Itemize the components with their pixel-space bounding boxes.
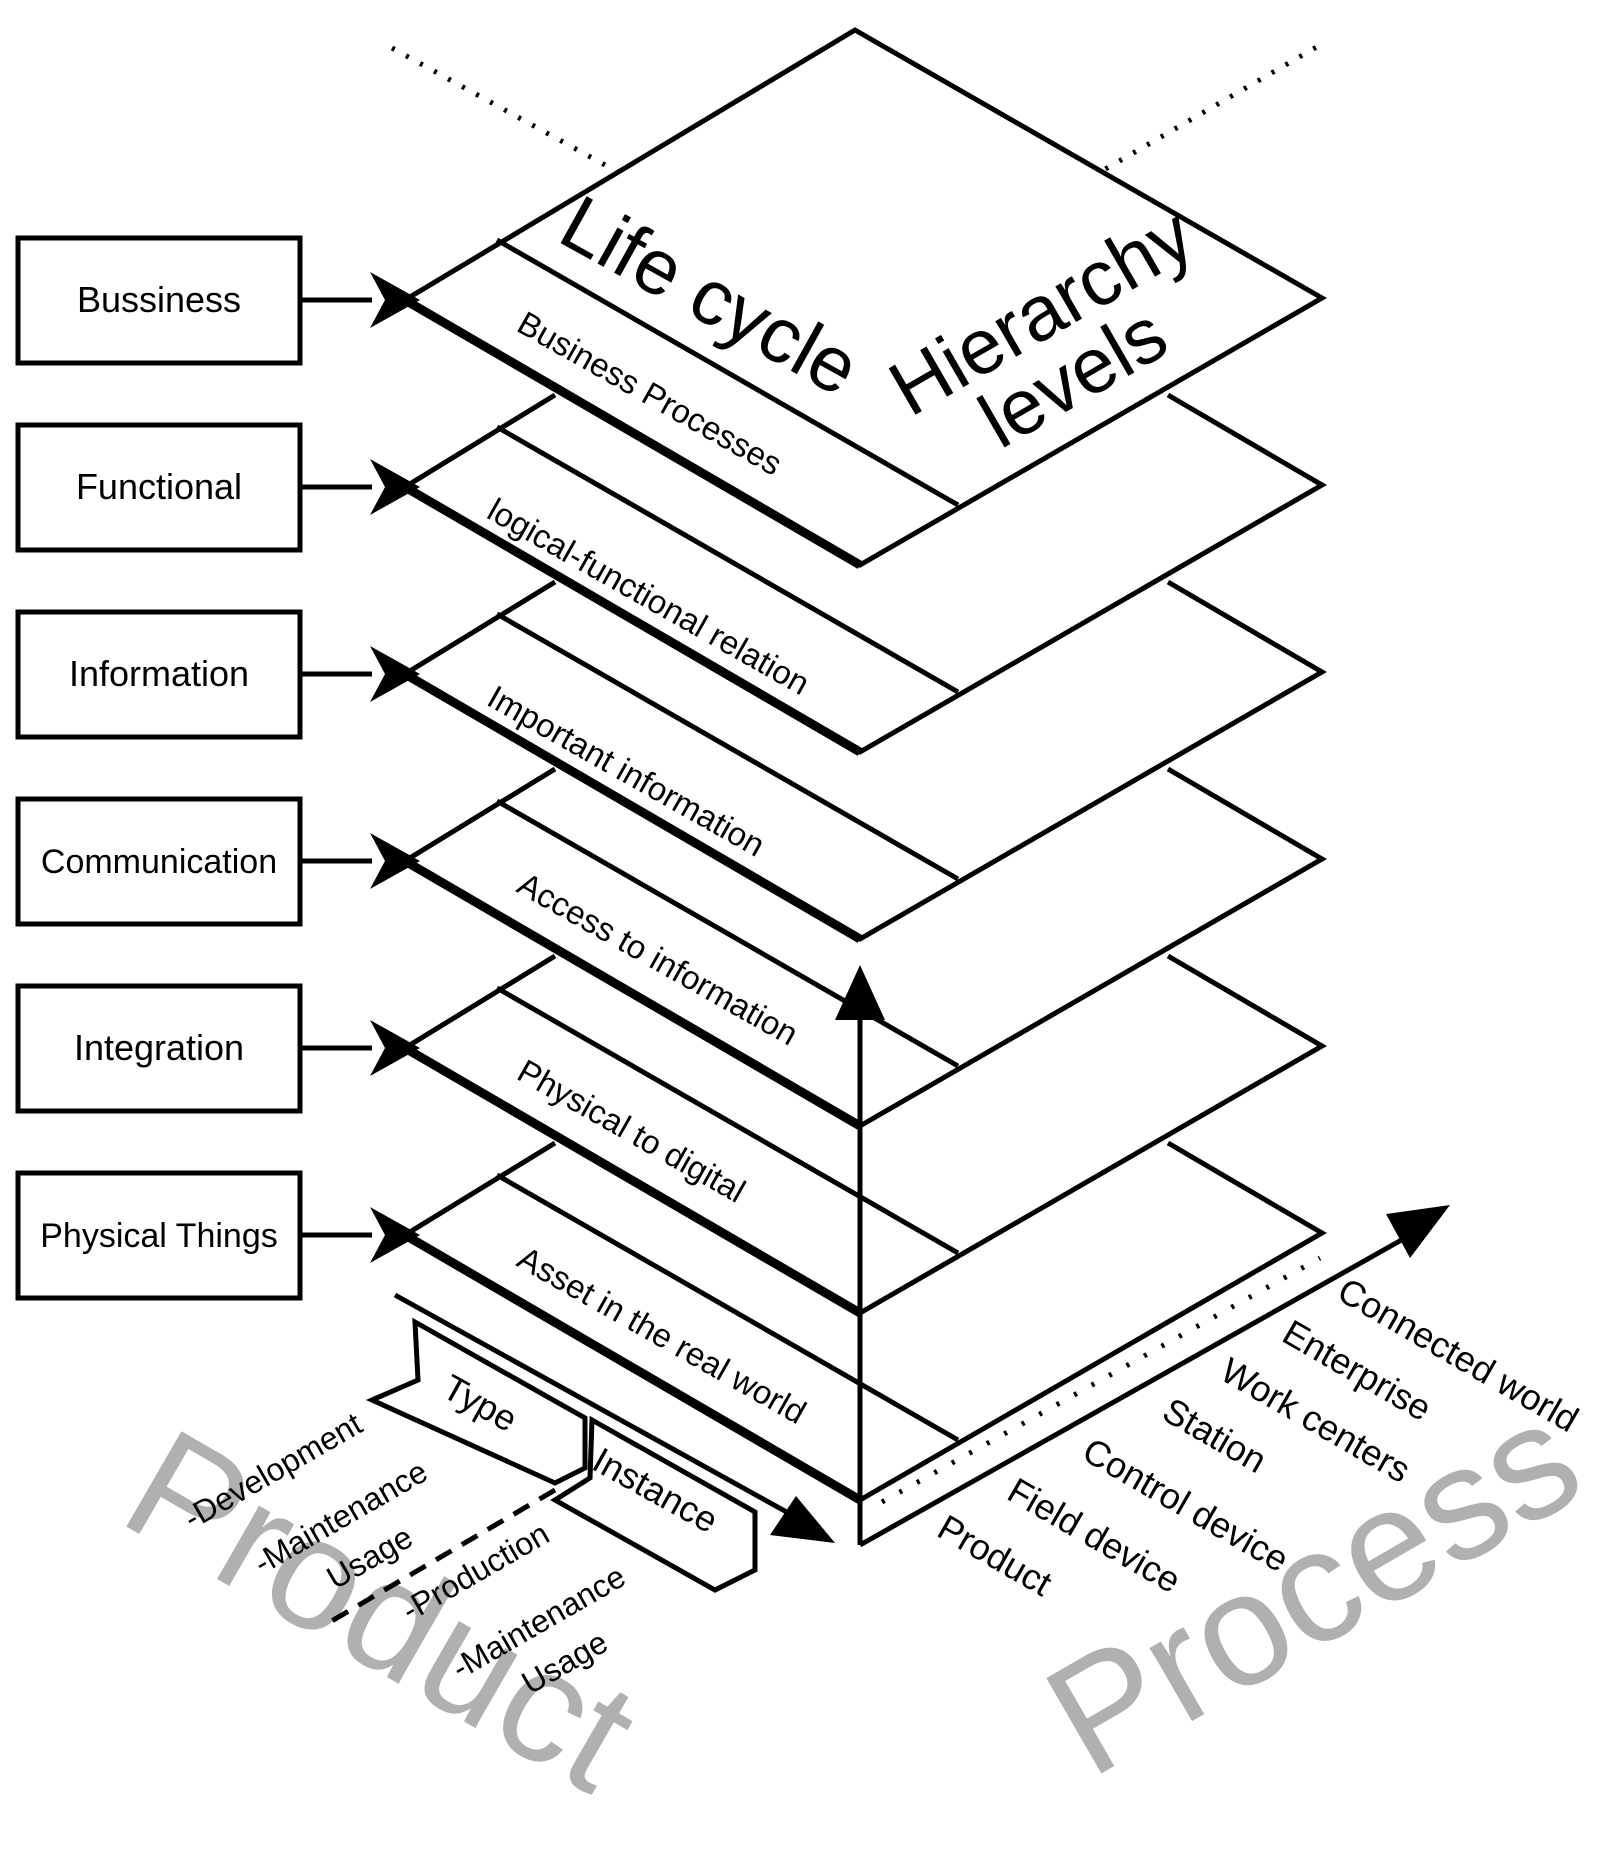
layer-arrowhead: [370, 1207, 420, 1263]
layer-band-line: [495, 1172, 960, 1443]
vertical-axis-arrow: [835, 965, 885, 1545]
layer-arrowhead: [370, 646, 420, 702]
layer-side-box: [15, 609, 303, 740]
type-instance-band: [328, 1317, 758, 1625]
layer-face: [405, 582, 1322, 939]
layer-band-line: [495, 798, 960, 1069]
layer-front-edge: [402, 483, 863, 756]
layer-side-label: Communication: [41, 843, 277, 881]
layer-side-label: Functional: [76, 466, 242, 507]
layer-front-edge: [402, 1044, 863, 1317]
layer-face: [405, 1143, 1322, 1500]
layer-band-line: [495, 611, 960, 882]
layer-side-label: Bussiness: [77, 279, 241, 320]
layer-side-box: [15, 1170, 303, 1301]
layer-arrowhead: [370, 459, 420, 515]
layer-arrowhead: [370, 272, 420, 328]
layer-side-label: Integration: [74, 1027, 244, 1068]
layer-face: [405, 395, 1322, 752]
layer-side-box: [15, 235, 303, 366]
layer-side-box: [15, 796, 303, 927]
hierarchy-axis-arrow: [858, 1205, 1450, 1548]
layer-front-edge: [402, 296, 863, 569]
layer-band-line: [495, 985, 960, 1256]
layer-arrowhead: [370, 1020, 420, 1076]
layer-band-line: [495, 424, 960, 695]
layer-front-edge: [402, 857, 863, 1130]
layer-band-line: [495, 237, 960, 508]
layer-face: [405, 769, 1322, 1126]
layer-face: [405, 956, 1322, 1313]
lifecycle-axis-arrow: [393, 1292, 835, 1543]
layer-side-label: Information: [69, 653, 249, 694]
layer-front-edge: [402, 670, 863, 943]
layer-arrowhead: [370, 833, 420, 889]
layer-side-box: [15, 422, 303, 553]
layer-side-label: Physical Things: [40, 1217, 278, 1255]
layer-front-edge: [402, 1231, 863, 1504]
